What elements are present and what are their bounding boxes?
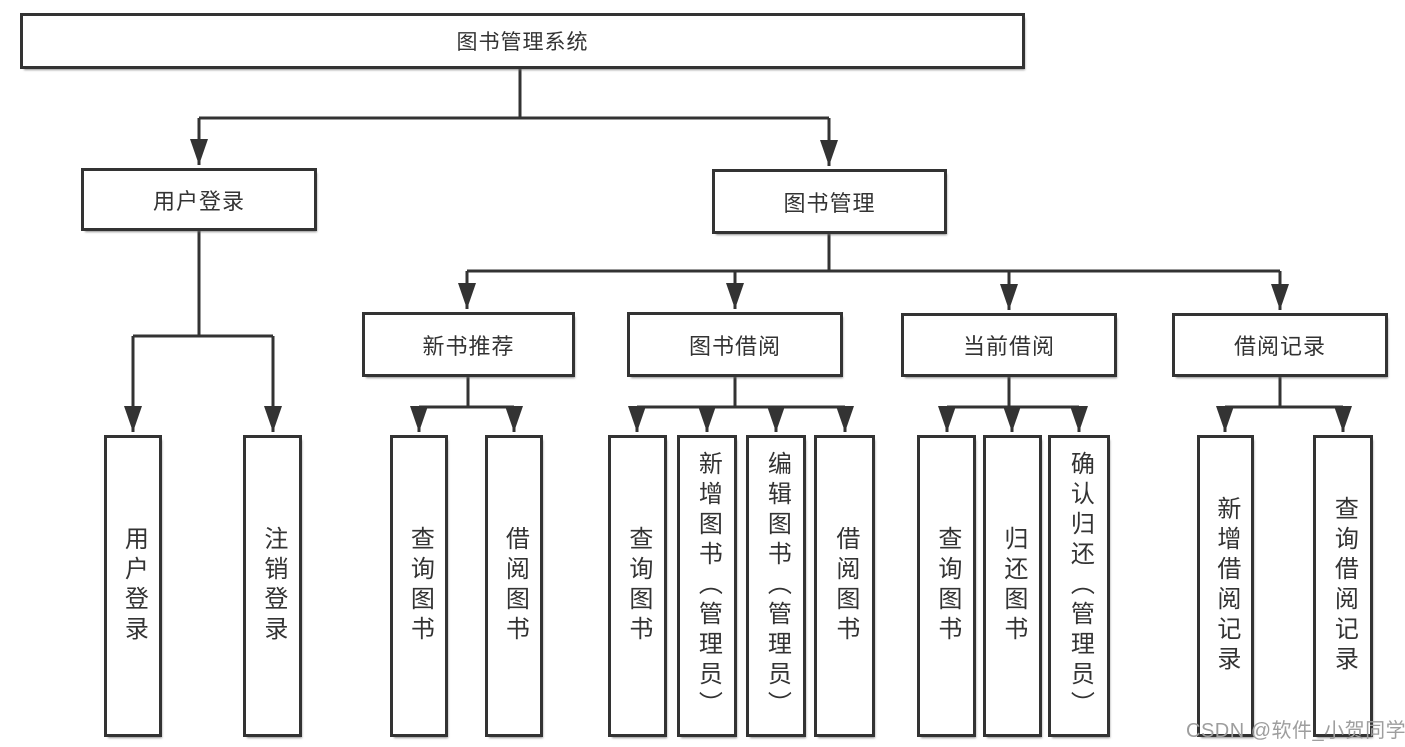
connector-new-book-branch bbox=[419, 377, 514, 409]
node-book-management: 图书管理 bbox=[712, 169, 947, 234]
leaf-add-book-admin: 新增图书（管理员） bbox=[677, 435, 737, 737]
node-book-borrow: 图书借阅 bbox=[627, 312, 843, 377]
node-current-borrow: 当前借阅 bbox=[901, 313, 1117, 377]
leaf-return-book: 归还图书 bbox=[983, 435, 1042, 737]
leaf-query-books-2: 查询图书 bbox=[608, 435, 667, 737]
node-borrow-records: 借阅记录 bbox=[1172, 313, 1388, 377]
leaf-query-books-1: 查询图书 bbox=[390, 435, 448, 737]
leaf-logout: 注销登录 bbox=[243, 435, 302, 737]
connector-root-branch bbox=[199, 69, 829, 120]
connector-current-borrow-branch bbox=[947, 377, 1079, 409]
connector-book-borrow-branch bbox=[637, 377, 845, 409]
leaf-add-borrow-record: 新增借阅记录 bbox=[1197, 435, 1254, 737]
node-new-book-recommend: 新书推荐 bbox=[362, 312, 575, 377]
leaf-borrow-books-1: 借阅图书 bbox=[485, 435, 543, 737]
leaf-confirm-return-admin: 确认归还（管理员） bbox=[1048, 435, 1110, 737]
leaf-query-books-3: 查询图书 bbox=[917, 435, 976, 737]
node-user-login: 用户登录 bbox=[81, 168, 317, 231]
node-root: 图书管理系统 bbox=[20, 13, 1025, 69]
leaf-user-login: 用户登录 bbox=[104, 435, 162, 737]
csdn-watermark: CSDN @软件_小贺同学 bbox=[1186, 720, 1405, 742]
connector-book-management-branch bbox=[467, 234, 1280, 273]
connector-borrow-records-branch bbox=[1225, 377, 1343, 409]
connector-user-login-branch bbox=[133, 231, 273, 338]
leaf-edit-book-admin: 编辑图书（管理员） bbox=[746, 435, 806, 737]
leaf-borrow-books-2: 借阅图书 bbox=[814, 435, 875, 737]
leaf-query-borrow-record: 查询借阅记录 bbox=[1313, 435, 1373, 737]
